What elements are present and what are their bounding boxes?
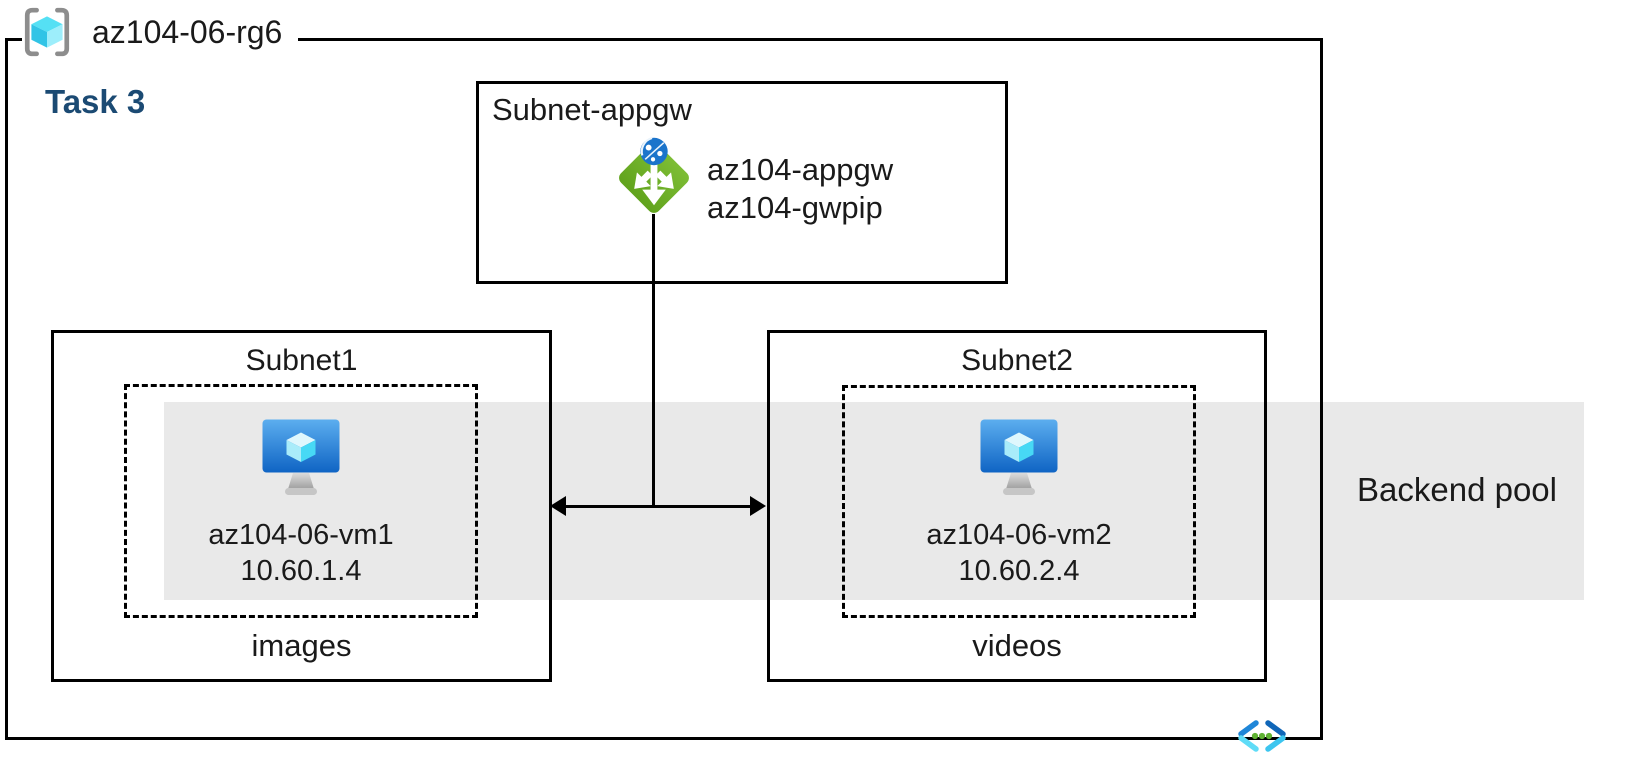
vm1-ip: 10.60.1.4 (240, 555, 362, 587)
subnet-appgw-box: Subnet-appgw (476, 81, 1008, 284)
vm-base (285, 488, 317, 495)
vm-cube-left (286, 440, 301, 462)
vnet-dot (1251, 732, 1259, 740)
subnet1-subnet2-connector (556, 505, 760, 508)
vm1-labels: az104-06-vm1 10.60.1.4 (124, 517, 478, 589)
subnet2-vm-dashed-box (842, 385, 1196, 618)
arrowhead-left (550, 496, 566, 516)
arrowhead-right (750, 496, 766, 516)
vm1-name: az104-06-vm1 (208, 519, 394, 551)
appgw-name: az104-appgw (707, 152, 894, 187)
resource-group-name: az104-06-rg6 (92, 14, 283, 50)
vm-cube-left (1004, 440, 1019, 462)
vm2-ip: 10.60.2.4 (958, 555, 1080, 587)
subnet2-title: Subnet2 (961, 344, 1073, 377)
resource-group-icon (24, 7, 70, 57)
backend-pool-label: Backend pool (1357, 471, 1557, 508)
subnet1-vm-dashed-box (124, 384, 478, 618)
vnet-chevron-left-top (1238, 720, 1259, 737)
vnet-chevron-right-bottom (1265, 735, 1286, 752)
appgw-public-ip-name: az104-gwpip (707, 190, 883, 225)
vm2-labels: az104-06-vm2 10.60.2.4 (842, 517, 1196, 589)
appgw-globe (640, 136, 668, 166)
vnet-chevron-left-bottom (1238, 735, 1259, 752)
appgw-to-backend-connector (652, 214, 655, 507)
vnet-dot (1265, 732, 1273, 740)
bracket-right (55, 7, 70, 57)
virtual-machine-icon-vm1 (262, 419, 340, 495)
appgw-labels: az104-appgw az104-gwpip (707, 151, 893, 227)
vnet-dot (1258, 732, 1266, 740)
application-gateway-icon (619, 136, 689, 213)
backend-pool-band (164, 402, 1584, 600)
subnet1-title: Subnet1 (245, 344, 358, 377)
bracket-left (24, 7, 39, 57)
vm-base (1003, 488, 1035, 495)
vm-stand (1006, 473, 1032, 489)
virtual-machine-icon-vm2 (980, 419, 1058, 495)
vm-cube-right (301, 440, 316, 462)
vm2-name: az104-06-vm2 (926, 519, 1112, 551)
resource-group-border-gap (22, 34, 298, 45)
subnet1-container-label: images (251, 628, 352, 663)
subnet-appgw-title: Subnet-appgw (492, 92, 692, 127)
vnet-chevron-right-top (1265, 720, 1286, 737)
appgw-arrows (634, 164, 674, 206)
subnet2-box: Subnet2 (767, 330, 1267, 682)
vm-cube-right (1019, 440, 1034, 462)
virtual-network-icon (1238, 720, 1286, 752)
task-label: Task 3 (45, 83, 146, 120)
subnet2-container-label: videos (972, 628, 1062, 663)
vm-stand (288, 473, 314, 489)
cube-right-face (47, 24, 63, 48)
resource-group-box (5, 38, 1323, 740)
